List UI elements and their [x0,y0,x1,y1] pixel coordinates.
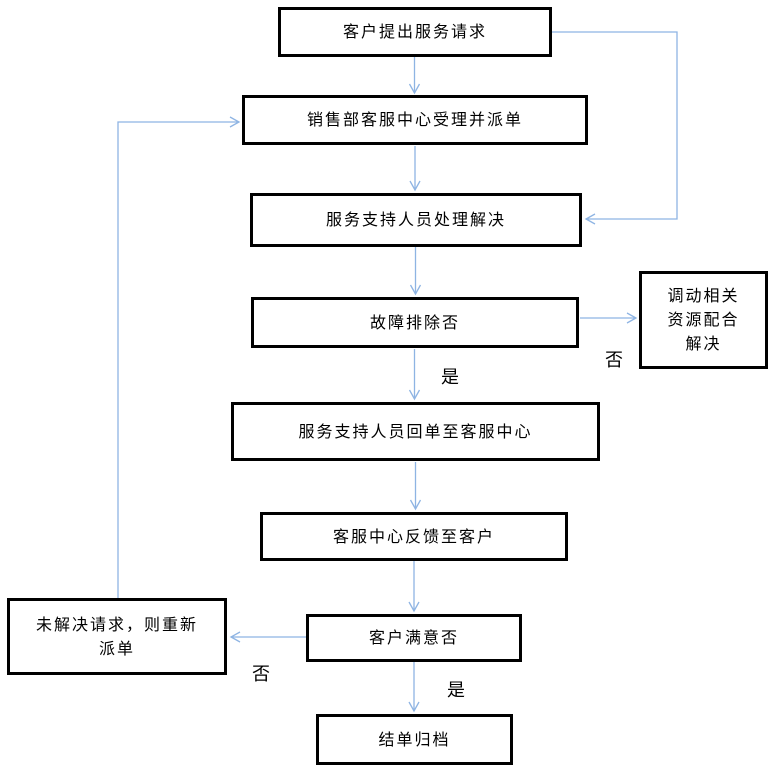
edge-label-satisfy-yes: 是 [447,680,466,701]
node-customer-request: 客户提出服务请求 [278,7,552,57]
connector-redispatch-to-dispatch [117,116,241,598]
node-redispatch: 未解决请求，则重新 派单 [7,598,227,675]
node-resources: 调动相关 资源配合 解决 [639,271,768,369]
node-dispatch: 销售部客服中心受理并派单 [242,95,588,145]
edge-label-satisfy-no: 否 [252,664,271,685]
node-fault-check: 故障排除否 [251,297,579,348]
edge-label-fault-yes: 是 [441,367,460,388]
node-archive: 结单归档 [316,714,513,765]
edge-label-fault-no: 否 [605,350,624,371]
node-feedback: 客服中心反馈至客户 [260,512,568,561]
node-return-order: 服务支持人员回单至客服中心 [231,402,600,461]
node-satisfy-check: 客户满意否 [306,614,522,662]
node-handle: 服务支持人员处理解决 [250,193,582,247]
connector-request-to-handle [551,31,678,225]
